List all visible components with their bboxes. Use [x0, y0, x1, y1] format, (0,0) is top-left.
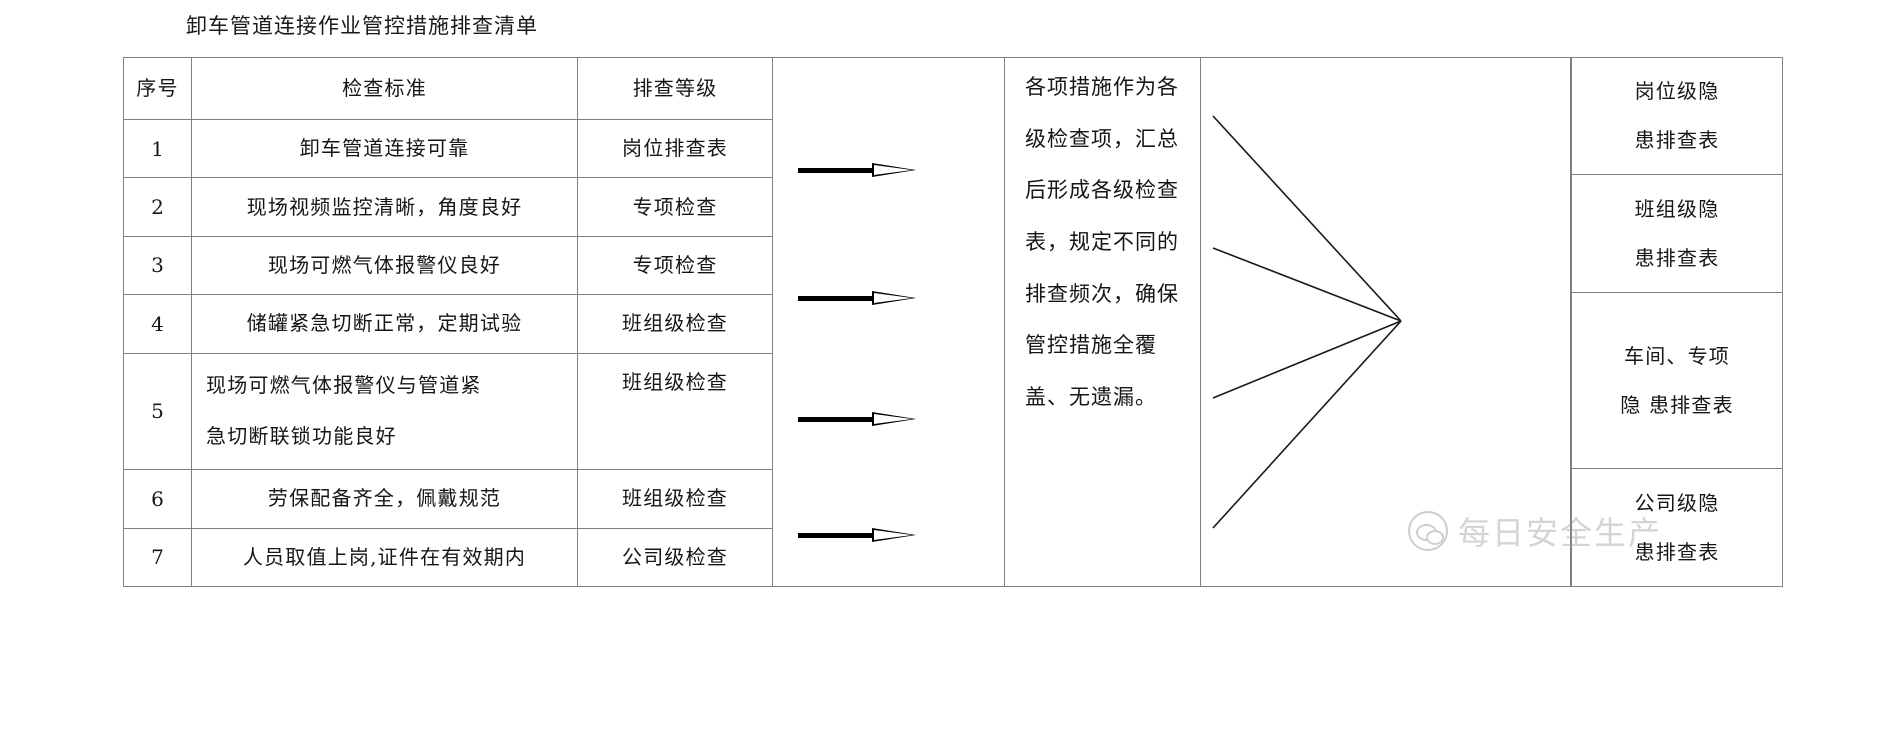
- fanout-line-3: [1212, 320, 1402, 399]
- arrow-shaft: [798, 168, 874, 173]
- row-standard: 现场可燃气体报警仪良好: [191, 235, 578, 296]
- row-standard: 卸车管道连接可靠: [191, 118, 578, 179]
- output-boxes: 岗位级隐 患排查表 班组级隐 患排查表 车间、专项 隐 患排查表 公司级隐 患排…: [1571, 57, 1783, 587]
- row-number: 3: [123, 235, 192, 296]
- column-header-standard: 检查标准: [191, 57, 578, 120]
- checklist-table: 序号 检查标准 排查等级 1 卸车管道连接可靠 岗位排查表 2 现场视频监控清晰…: [123, 57, 773, 588]
- row-standard: 现场可燃气体报警仪与管道紧 急切断联锁功能良好: [191, 352, 578, 471]
- arrow-shaft: [798, 417, 874, 422]
- column-header-no: 序号: [123, 57, 192, 120]
- fanout-line-2: [1212, 247, 1402, 322]
- output-box-company-level: 公司级隐 患排查表: [1571, 469, 1783, 587]
- row-level: 班组级检查: [577, 352, 773, 471]
- arrow-shaft: [798, 296, 874, 301]
- table-row: 5 现场可燃气体报警仪与管道紧 急切断联锁功能良好 班组级检查: [123, 352, 773, 471]
- right-arrow-icon: [798, 163, 916, 177]
- arrow-head-inner: [874, 165, 912, 175]
- right-arrow-icon: [798, 528, 916, 542]
- arrow-shaft: [798, 533, 874, 538]
- arrow-head-inner: [874, 293, 912, 303]
- fanout-line-4: [1212, 320, 1402, 529]
- table-header-row: 序号 检查标准 排查等级: [123, 57, 773, 120]
- table-row: 7 人员取值上岗,证件在有效期内 公司级检查: [123, 527, 773, 588]
- row-level: 公司级检查: [577, 527, 773, 588]
- row-standard: 人员取值上岗,证件在有效期内: [191, 527, 578, 588]
- right-arrow-icon: [798, 412, 916, 426]
- row-level: 专项检查: [577, 177, 773, 237]
- arrow-head-inner: [874, 414, 912, 424]
- row-level: 班组级检查: [577, 294, 773, 354]
- row-level: 岗位排查表: [577, 118, 773, 179]
- output-box-team-level: 班组级隐 患排查表: [1571, 175, 1783, 293]
- output-box-workshop-level: 车间、专项 隐 患排查表: [1571, 293, 1783, 469]
- watermark-text: 每日安全生产: [1458, 514, 1663, 552]
- output-box-position-level: 岗位级隐 患排查表: [1571, 57, 1783, 175]
- arrow-gutter: [772, 57, 1004, 587]
- row-number: 2: [123, 177, 192, 237]
- row-number: 6: [123, 469, 192, 529]
- column-header-level: 排查等级: [577, 57, 773, 120]
- description-text: 各项措施作为各级检查项，汇总后形成各级检查表，规定不同的排查频次，确保管控措施全…: [1025, 75, 1179, 409]
- row-number: 1: [123, 118, 192, 179]
- table-row: 2 现场视频监控清晰，角度良好 专项检查: [123, 177, 773, 237]
- fanout-gutter: [1201, 57, 1571, 587]
- row-standard: 现场视频监控清晰，角度良好: [191, 177, 578, 237]
- table-row: 6 劳保配备齐全，佩戴规范 班组级检查: [123, 469, 773, 529]
- table-row: 3 现场可燃气体报警仪良好 专项检查: [123, 235, 773, 296]
- fanout-line-1: [1212, 115, 1402, 322]
- row-number: 4: [123, 294, 192, 354]
- page-title: 卸车管道连接作业管控措施排查清单: [186, 14, 538, 38]
- arrow-head-inner: [874, 530, 912, 540]
- fanout-lines: [1212, 115, 1402, 529]
- row-standard: 储罐紧急切断正常，定期试验: [191, 294, 578, 354]
- row-level: 班组级检查: [577, 469, 773, 529]
- control-measure-diagram: 序号 检查标准 排查等级 1 卸车管道连接可靠 岗位排查表 2 现场视频监控清晰…: [123, 57, 1783, 588]
- watermark: 每日安全生产: [1408, 508, 1662, 554]
- wechat-icon: [1408, 511, 1448, 551]
- description-panel: 各项措施作为各级检查项，汇总后形成各级检查表，规定不同的排查频次，确保管控措施全…: [1004, 57, 1201, 587]
- table-row: 1 卸车管道连接可靠 岗位排查表: [123, 118, 773, 179]
- row-number: 7: [123, 527, 192, 588]
- row-level: 专项检查: [577, 235, 773, 296]
- table-row: 4 储罐紧急切断正常，定期试验 班组级检查: [123, 294, 773, 354]
- row-number: 5: [123, 352, 192, 471]
- right-arrow-icon: [798, 291, 916, 305]
- row-standard: 劳保配备齐全，佩戴规范: [191, 469, 578, 529]
